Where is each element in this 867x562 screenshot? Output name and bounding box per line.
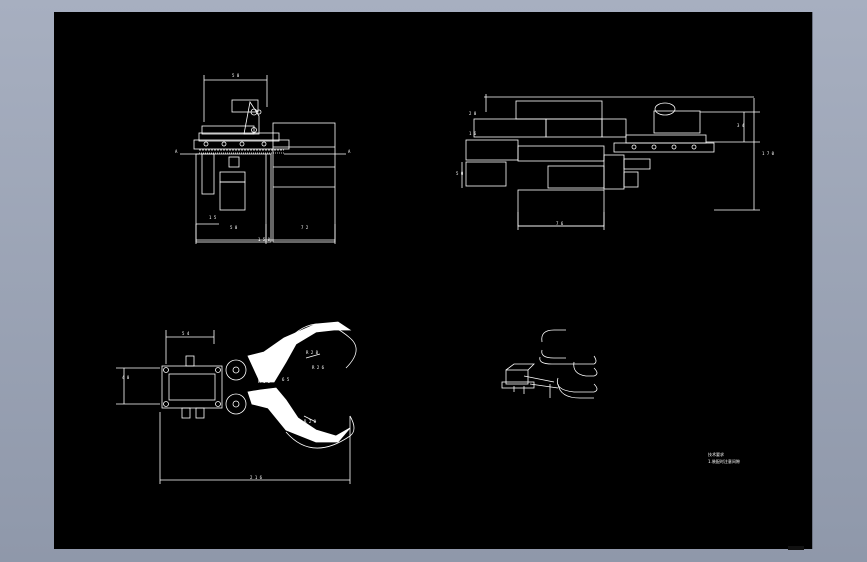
dim-top-angle-2: 6 5 xyxy=(282,377,290,382)
dim-side-right-small: 3 4 xyxy=(737,123,745,128)
dim-front-bottom-left: 5 0 xyxy=(230,225,238,230)
dim-top-radius-3: R 1 0 xyxy=(258,379,271,384)
dim-top-radius-1: R 2 8 xyxy=(306,350,319,355)
dim-top-top-width: 5 4 xyxy=(182,331,190,336)
cad-drawing xyxy=(116,75,760,484)
dim-side-right-total: 1 7 0 xyxy=(762,151,775,156)
side-view xyxy=(461,94,760,230)
dim-side-mid-left: 1 6 xyxy=(469,131,477,136)
dim-top-radius-2: R 2 8 xyxy=(304,419,317,424)
tech-note-line: 1.装配时注意间隙 xyxy=(708,459,740,464)
dim-top-total-width: 2 1 6 xyxy=(250,475,263,480)
dim-top-angle-1: 6 5 xyxy=(254,357,262,362)
drawing-sheet: 5 0 5 0 1 5 0 7 2 1 5 A A 2 0 1 6 5 0 7 … xyxy=(54,12,813,549)
dim-side-left-height: 5 0 xyxy=(456,171,464,176)
front-view xyxy=(180,75,346,244)
dim-top-left-height: 4 0 xyxy=(122,375,130,380)
section-marker-right: A xyxy=(348,149,351,154)
dim-front-left-small: 1 5 xyxy=(209,215,217,220)
dim-top-radius-4: R 2 6 xyxy=(312,365,325,370)
dim-front-bottom-total: 1 5 0 xyxy=(258,237,271,242)
dim-front-top-width: 5 0 xyxy=(232,73,240,78)
section-marker-left: A xyxy=(175,149,178,154)
top-view xyxy=(116,321,357,484)
dim-front-bottom-right: 7 2 xyxy=(301,225,309,230)
dim-side-top-left: 2 0 xyxy=(469,111,477,116)
viewer-corner-mark xyxy=(788,546,804,550)
dim-side-bottom-width: 7 6 xyxy=(556,221,564,226)
tech-note-title: 技术要求 xyxy=(708,452,724,457)
isometric-view xyxy=(501,329,598,399)
